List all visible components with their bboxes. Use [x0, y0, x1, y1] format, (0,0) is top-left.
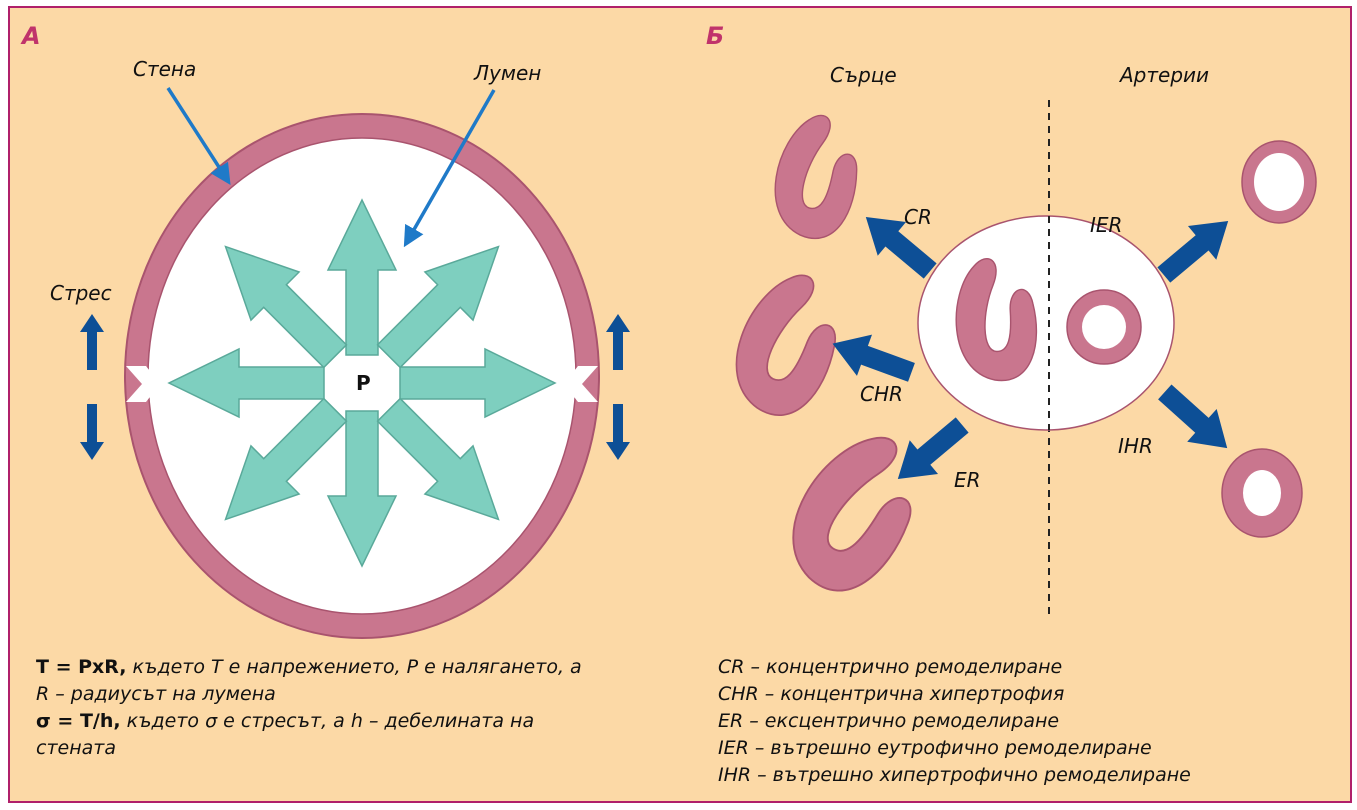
formula-1: T = PxR, където T е напрежението, P е на… [36, 654, 582, 681]
wall-label: Стена [133, 57, 196, 81]
panel-b-letter: Б [706, 22, 724, 50]
formula-1-equation: T = PxR, [36, 656, 127, 678]
formula-legend: T = PxR, където T е напрежението, P е на… [36, 654, 582, 762]
stress-label: Стрес [50, 281, 112, 305]
lumen-label: Лумен [473, 61, 541, 85]
pressure-label: P [356, 371, 371, 395]
arteries-label: Артерии [1118, 63, 1209, 87]
legend-er: ER – ексцентрично ремоделиране [718, 708, 1191, 735]
legend-cr: CR – концентрично ремоделиране [718, 654, 1191, 681]
heart-label: Сърце [830, 63, 897, 87]
central-ellipse [918, 216, 1174, 430]
chr-label: CHR [860, 382, 903, 406]
ihr-label: IHR [1118, 434, 1153, 458]
legend-chr: CHR – концентрична хипертрофия [718, 681, 1191, 708]
abbreviation-legend: CR – концентрично ремоделиране CHR – кон… [718, 654, 1191, 789]
formula-2-description: където σ е стресът, а h – дебелината на [121, 710, 535, 732]
panel-a-letter: A [20, 22, 41, 50]
wall-pointer-arrow [168, 88, 226, 178]
legend-ier: IER – вътрешно еутрофично ремоделиране [718, 735, 1191, 762]
formula-2: σ = T/h, където σ е стресът, а h – дебел… [36, 708, 582, 735]
formula-1-description: където T е напрежението, P е налягането,… [127, 656, 582, 678]
formula-2-equation: σ = T/h, [36, 710, 121, 732]
er-heart-shape [767, 417, 945, 609]
ier-label: IER [1090, 213, 1122, 237]
ier-artery [1242, 141, 1316, 223]
formula-2-continuation: стената [36, 735, 582, 762]
cr-label: CR [904, 205, 932, 229]
er-label: ER [954, 468, 981, 492]
formula-1-continuation: R – радиусът на лумена [36, 681, 582, 708]
ihr-artery [1222, 449, 1302, 537]
cr-heart-shape [763, 108, 872, 246]
legend-ihr: IHR – вътрешно хипертрофично ремоделиран… [718, 762, 1191, 789]
